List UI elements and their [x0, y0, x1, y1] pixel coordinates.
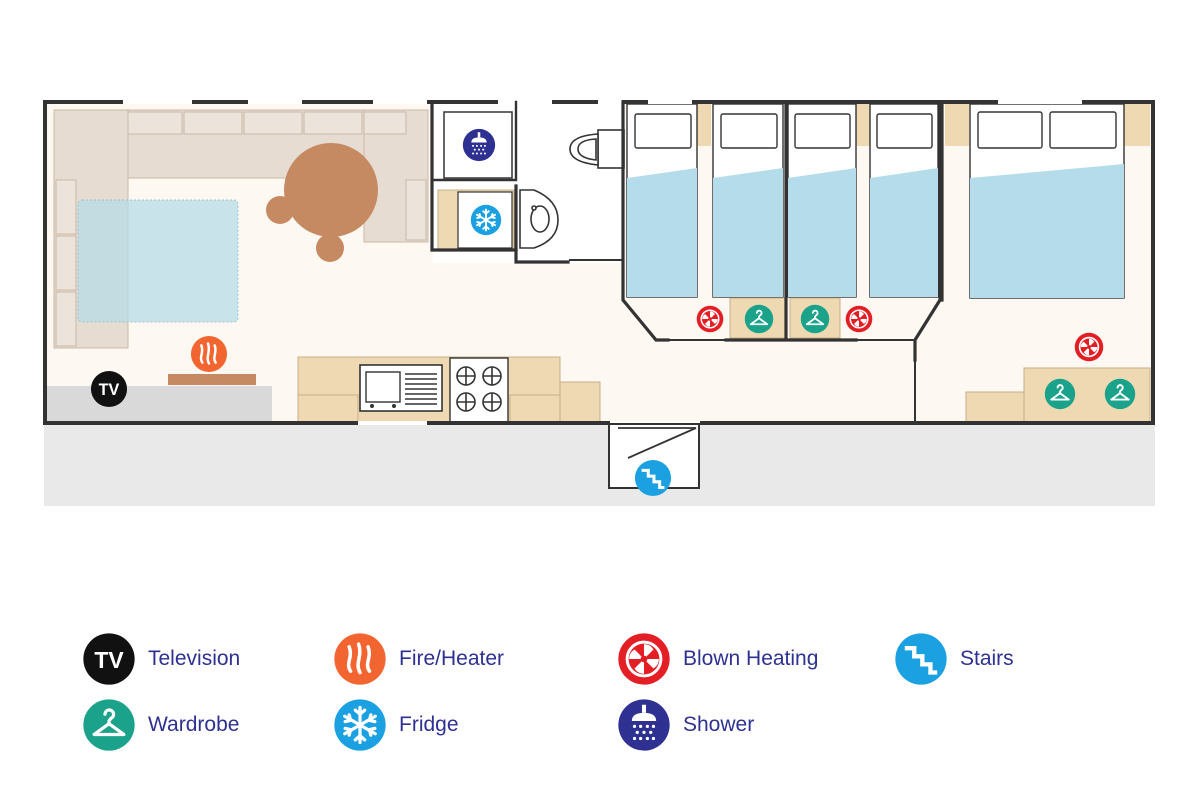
fridge-unit — [437, 189, 515, 251]
legend-label: Fire/Heater — [399, 647, 505, 670]
kitchen-counter — [297, 356, 601, 424]
kitchen-sink — [359, 364, 443, 412]
blown-heating-icon — [1074, 332, 1104, 362]
legend-label: Stairs — [960, 647, 1014, 670]
legend-item-fire-heater: Fire/Heater — [333, 632, 504, 686]
legend-item-wardrobe: Wardrobe — [82, 698, 239, 752]
flame-icon — [333, 632, 387, 686]
hanger-icon — [1104, 378, 1136, 410]
blown-heating-icon — [845, 305, 873, 333]
hob — [449, 357, 509, 423]
legend-item-shower: Shower — [617, 698, 754, 752]
dressing-unit — [965, 391, 1025, 423]
twin-bedroom-2 — [787, 103, 939, 339]
tv-unit — [46, 386, 272, 422]
hanger-icon — [1044, 378, 1076, 410]
legend-label: Shower — [683, 713, 755, 736]
legend-item-fridge: Fridge — [333, 698, 459, 752]
flame-icon — [190, 335, 228, 373]
hanger-icon — [82, 698, 136, 752]
legend-label: Blown Heating — [683, 647, 819, 670]
hanger-icon — [800, 304, 830, 334]
rug — [77, 199, 239, 323]
legend-label: Fridge — [399, 713, 459, 736]
master-bedroom — [945, 103, 1151, 423]
shower-icon — [617, 698, 671, 752]
snowflake-icon — [470, 204, 502, 236]
dining-chair — [316, 234, 344, 262]
legend-item-blown-heating: Blown Heating — [617, 632, 818, 686]
legend-label: Wardrobe — [148, 713, 240, 736]
stairs-icon — [634, 459, 672, 497]
blown-heating-icon — [696, 305, 724, 333]
twin-bedroom-1 — [626, 103, 786, 339]
stairs-icon — [894, 632, 948, 686]
television-icon — [90, 370, 128, 408]
fireplace — [168, 374, 256, 385]
legend-item-television: Television — [82, 632, 240, 686]
decking — [44, 424, 1155, 506]
snowflake-icon — [333, 698, 387, 752]
wash-basin — [519, 189, 559, 249]
legend-item-stairs: Stairs — [894, 632, 1014, 686]
tv-icon — [82, 632, 136, 686]
dining-table — [284, 143, 378, 237]
shower-icon — [462, 128, 496, 162]
fan-icon — [617, 632, 671, 686]
legend-label: Television — [148, 647, 241, 670]
toilet — [569, 129, 625, 169]
hanger-icon — [744, 304, 774, 334]
